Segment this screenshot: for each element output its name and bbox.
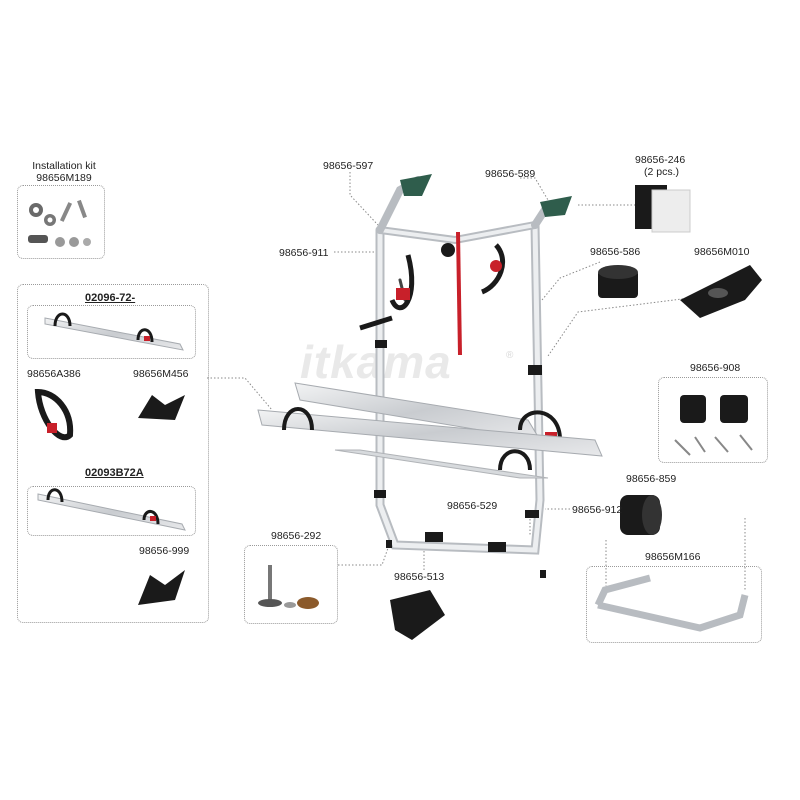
part-999-shoe <box>138 570 185 605</box>
label-98656-597: 98656-597 <box>323 160 374 172</box>
label-98656-589: 98656-589 <box>485 168 536 180</box>
part-859-sleeve <box>620 495 662 535</box>
label-98656-246: 98656-246 <box>635 154 686 166</box>
top-hook-right <box>540 196 572 217</box>
part-m166-box <box>586 566 762 643</box>
frame-clamps <box>374 340 546 578</box>
label-98656-292: 98656-292 <box>271 530 322 542</box>
part-292-box <box>244 545 338 624</box>
pad-light <box>651 189 691 233</box>
label-98656-912: 98656-912 <box>572 504 623 516</box>
wheel-rail-lower <box>257 407 603 479</box>
part-908-screws <box>674 434 753 456</box>
label-98656-586: 98656-586 <box>590 246 641 258</box>
rail-02096-box <box>27 305 196 359</box>
part-292-foot <box>258 565 319 609</box>
label-98656-246-qty: (2 pcs.) <box>644 166 680 178</box>
label-98656-859: 98656-859 <box>626 473 677 485</box>
rail-02093-label: 02093B72A <box>85 467 144 479</box>
watermark-registered-mark: ® <box>506 350 514 361</box>
rail-02093-drawing <box>37 488 186 531</box>
kit-title: Installation kit <box>32 160 96 172</box>
kit-code: 98656M189 <box>36 172 92 184</box>
rack-frame <box>375 176 552 555</box>
rail-02096-drawing <box>44 312 184 351</box>
part-m166-bar <box>594 574 749 632</box>
label-98656m166: 98656M166 <box>645 551 701 563</box>
label-98656-908: 98656-908 <box>690 362 741 374</box>
label-98656-529: 98656-529 <box>447 500 498 512</box>
top-hook-left <box>400 174 432 196</box>
label-98656a386: 98656A386 <box>27 368 81 380</box>
installation-kit-hardware <box>28 199 91 247</box>
part-a386-strap <box>34 388 74 441</box>
part-908-box <box>658 377 768 463</box>
label-98656-513: 98656-513 <box>394 571 445 583</box>
label-98656-911: 98656-911 <box>279 247 329 259</box>
label-98656-999: 98656-999 <box>139 545 190 557</box>
part-908-cap-left <box>680 395 706 423</box>
part-908-cap-right <box>720 395 748 423</box>
part-513-holder <box>390 590 445 640</box>
rail-02096-label: 02096-72- <box>85 292 136 304</box>
rail-group-box <box>17 284 209 623</box>
part-586-block <box>598 265 638 298</box>
installation-kit-box <box>17 185 105 259</box>
label-98656m456: 98656M456 <box>133 368 189 380</box>
rail-02093-box <box>27 486 196 536</box>
leader-lines <box>207 172 746 590</box>
part-m456-shoe <box>138 395 185 420</box>
label-98656m010: 98656M010 <box>694 246 750 258</box>
holding-arms <box>359 231 506 356</box>
